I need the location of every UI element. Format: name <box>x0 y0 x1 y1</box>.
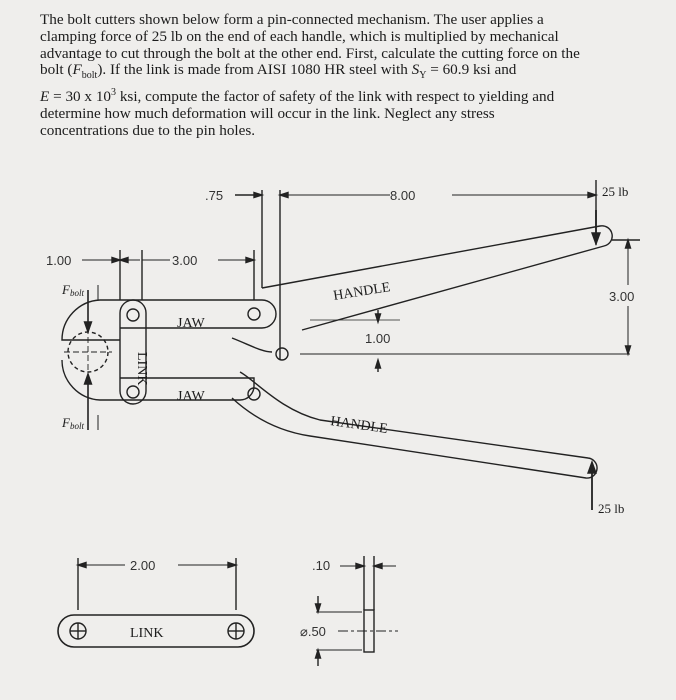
link-vertical-label: LINK <box>134 352 149 385</box>
arrow-head <box>587 191 599 199</box>
dim-075: .75 <box>205 188 223 203</box>
jaw-top-label: JAW <box>177 316 205 331</box>
problem-line: E = 30 x 103 ksi, compute the factor of … <box>40 87 555 106</box>
arrow-head <box>624 237 632 249</box>
arrow-head <box>83 371 93 385</box>
pin-circle <box>126 308 140 322</box>
top-jaw-nose <box>61 299 120 341</box>
arrow-head <box>591 232 601 247</box>
problem-line: concentrations due to the pin holes. <box>40 121 256 139</box>
arrow-head <box>117 256 129 264</box>
fbolt-top-label: Fbolt <box>61 282 84 298</box>
problem-line: advantage to cut through the bolt at the… <box>40 44 580 62</box>
arrow-head <box>371 562 383 570</box>
dim-300-top: 3.00 <box>172 253 197 268</box>
arrow-head <box>314 603 322 615</box>
arrow-head <box>75 561 87 569</box>
central-pivot-circle <box>275 347 289 361</box>
top-jaw-outline <box>100 299 277 329</box>
pivot-curve <box>231 337 273 353</box>
top-handle-outline <box>261 225 613 331</box>
arrow-head <box>314 647 322 659</box>
dim-300-right: 3.00 <box>609 289 634 304</box>
bottom-jaw-outline <box>61 359 255 401</box>
arrow-head <box>83 321 93 335</box>
problem-statement: The bolt cutters shown below form a pin-… <box>40 11 660 140</box>
pin-circle <box>247 387 261 401</box>
arrow-head <box>355 562 367 570</box>
fbolt-bottom-label: Fbolt <box>61 415 84 431</box>
problem-line: clamping force of 25 lb on the end of ea… <box>40 27 559 45</box>
arrow-head <box>111 256 123 264</box>
dim-800: 8.00 <box>390 188 415 203</box>
dim-050: ⌀.50 <box>300 624 326 639</box>
pin-circle <box>247 307 261 321</box>
arrow-head <box>227 561 239 569</box>
jaw-bottom-label: JAW <box>177 389 205 404</box>
bottom-handle-outline <box>231 371 598 479</box>
problem-line: bolt (Fbolt). If the link is made from A… <box>40 61 517 82</box>
link-body <box>119 299 147 405</box>
dim-010: .10 <box>312 558 330 573</box>
force-top-label: 25 lb <box>602 184 628 199</box>
arrow-head <box>253 191 265 199</box>
force-bottom-label: 25 lb <box>598 501 624 516</box>
dim-100-mid: 1.00 <box>365 331 390 346</box>
handle-bottom-label: HANDLE <box>329 414 388 437</box>
link-detail-label: LINK <box>130 626 163 641</box>
arrow-head <box>374 313 382 325</box>
arrow-head <box>374 357 382 369</box>
arrow-head <box>587 459 597 474</box>
problem-line: The bolt cutters shown below form a pin-… <box>40 11 544 28</box>
dim-100-left: 1.00 <box>46 253 71 268</box>
dim-200: 2.00 <box>130 558 155 573</box>
pin-circle <box>126 385 140 399</box>
handle-top-label: HANDLE <box>332 280 391 304</box>
arrow-head <box>245 256 257 264</box>
link-detail-body <box>57 614 255 648</box>
problem-line: determine how much deformation will occu… <box>40 105 495 123</box>
arrow-head <box>624 345 632 357</box>
